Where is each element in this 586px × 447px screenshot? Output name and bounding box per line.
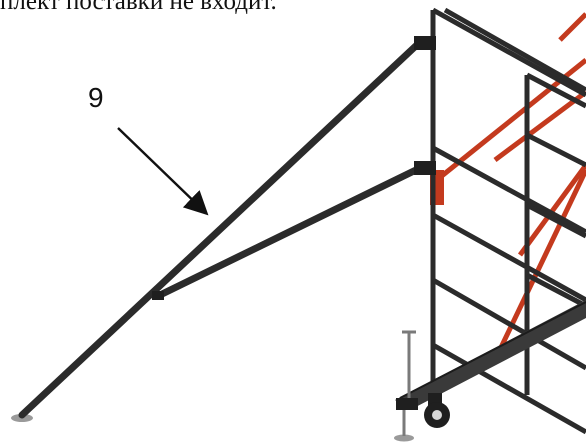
outrigger-clamp-top <box>414 36 436 50</box>
header-text: плект поставки не входит. <box>0 0 277 15</box>
screw-jack <box>402 330 416 436</box>
ladder-frame <box>430 7 586 435</box>
outrigger-clamp-mid <box>414 161 436 175</box>
diagonal-braces <box>431 12 586 362</box>
callout-label-9: 9 <box>88 82 104 113</box>
outrigger-joint <box>152 291 164 300</box>
jack-foot-shadow <box>394 434 414 442</box>
base-beam-edge <box>399 301 586 399</box>
jack-socket <box>396 398 418 410</box>
outrigger-9 <box>18 38 424 419</box>
caster-wheel <box>424 393 450 428</box>
callout-arrow <box>117 127 209 216</box>
